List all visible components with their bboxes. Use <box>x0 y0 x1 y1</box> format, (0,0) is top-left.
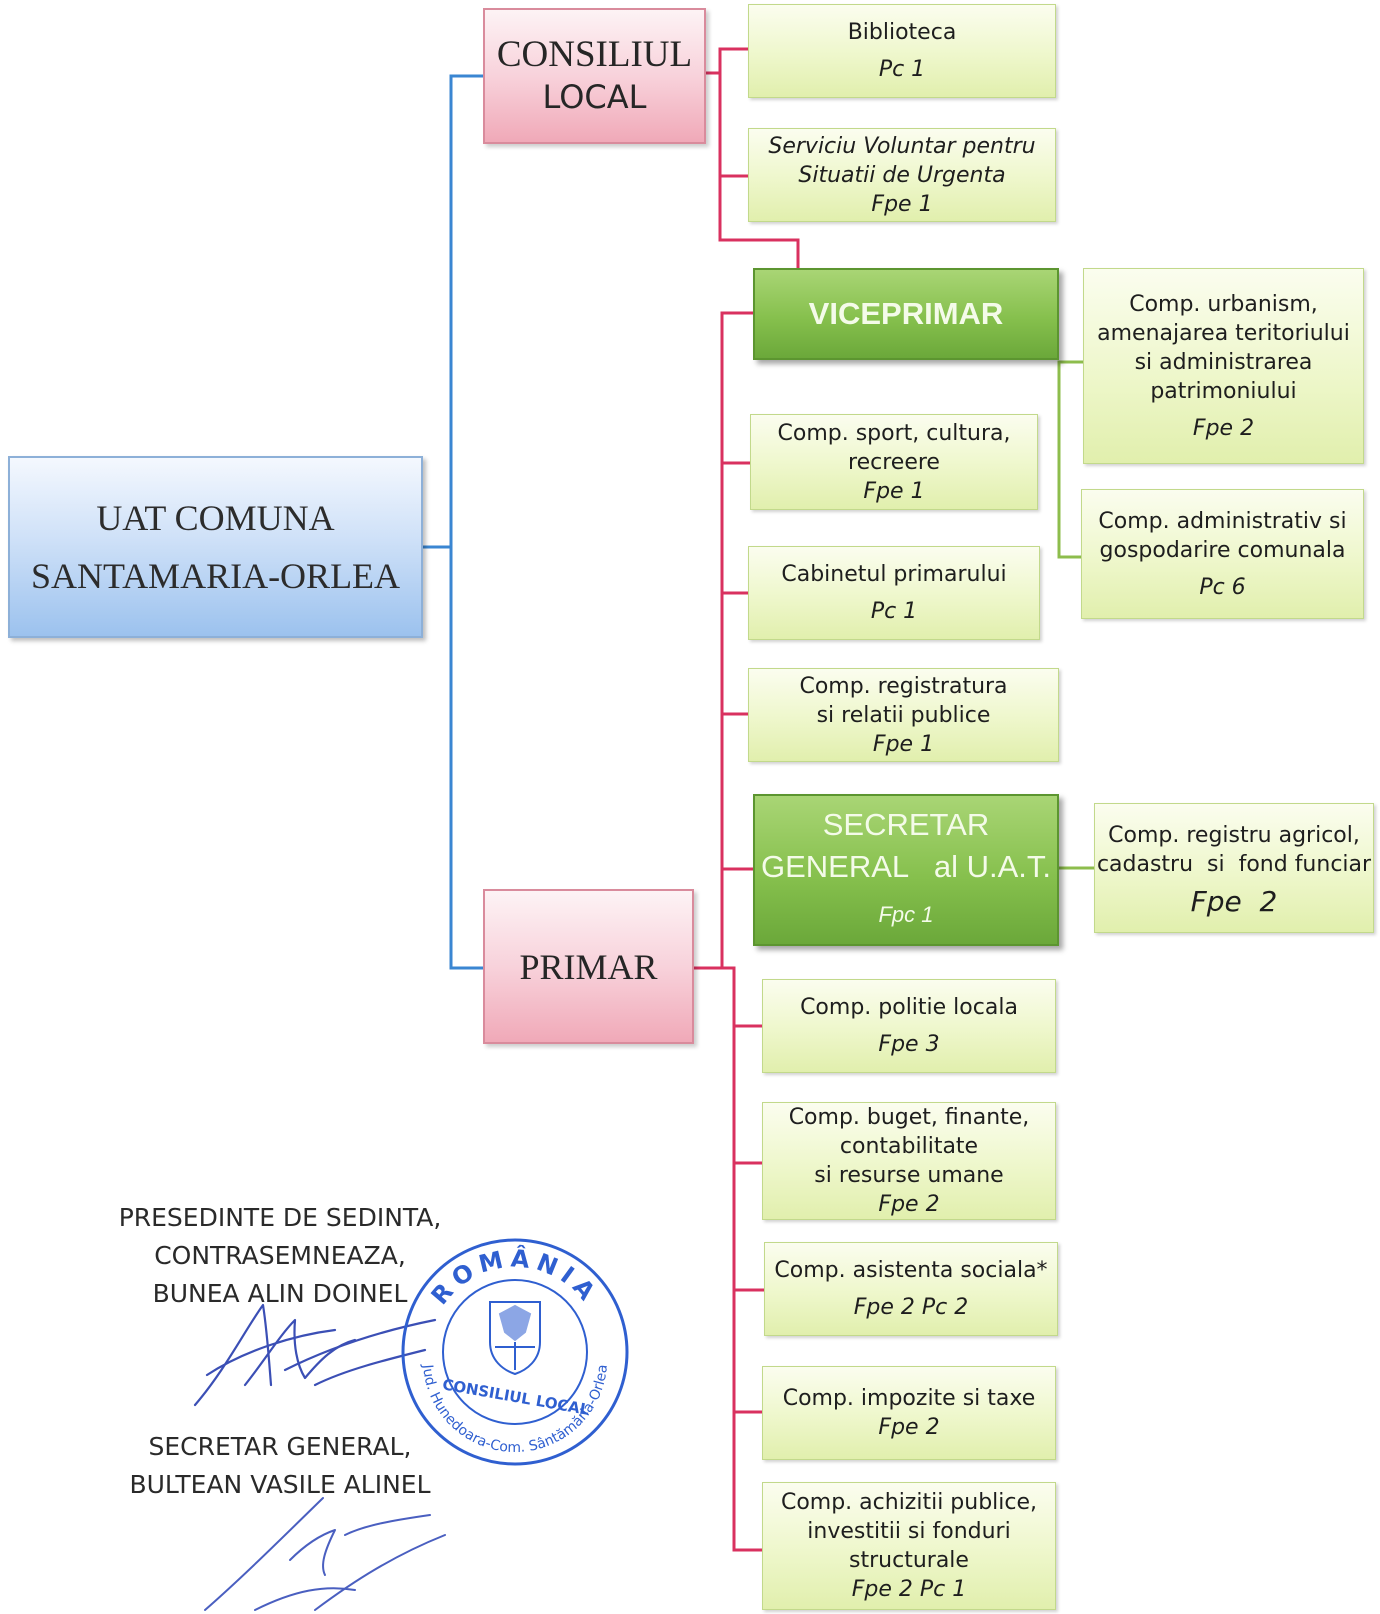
sport-code: Fpe 1 <box>863 478 925 504</box>
connector-green <box>1057 360 1096 870</box>
politie-box: Comp. politie locala Fpe 3 <box>762 979 1056 1073</box>
achizitii-line2: investitii si fonduri <box>807 1519 1011 1544</box>
consiliul-local-box: CONSILIUL LOCAL <box>483 8 706 144</box>
administrativ-line2: gospodarire comunala <box>1099 537 1346 563</box>
achizitii-line1: Comp. achizitii publice, <box>780 1490 1038 1515</box>
buget-line1: Comp. buget, finante, <box>788 1105 1030 1130</box>
sport-box: Comp. sport, cultura, recreere Fpe 1 <box>750 414 1038 510</box>
biblioteca-label: Biblioteca <box>847 20 957 45</box>
asistenta-code: Fpe 2 Pc 2 <box>853 1295 969 1320</box>
svsu-label-line2: Situatii de Urgenta <box>798 162 1006 188</box>
registru-agricol-box: Comp. registru agricol, cadastru si fond… <box>1094 803 1374 933</box>
svsu-box: Serviciu Voluntar pentru Situatii de Urg… <box>748 128 1056 222</box>
urbanism-box: Comp. urbanism, amenajarea teritoriului … <box>1083 268 1364 464</box>
consiliul-local-line1: CONSILIUL <box>496 34 693 75</box>
registratura-code: Fpe 1 <box>872 731 935 757</box>
president-signature-block: PRESEDINTE DE SEDINTA, CONTRASEMNEAZA, B… <box>90 1199 470 1313</box>
achizitii-line3: structurale <box>849 1548 969 1573</box>
asistenta-box: Comp. asistenta sociala* Fpe 2 Pc 2 <box>764 1242 1058 1336</box>
politie-label: Comp. politie locala <box>800 995 1018 1020</box>
impozite-label: Comp. impozite si taxe <box>782 1386 1036 1411</box>
secretar-line1: SECRETAR <box>822 807 990 842</box>
secretary-title: SECRETAR GENERAL, <box>148 1432 412 1461</box>
uat-root-line2: SANTAMARIA-ORLEA <box>30 556 401 596</box>
connector-primar-lower <box>720 966 766 1552</box>
svg-text:ROMÂNIA: ROMÂNIA <box>426 1243 605 1310</box>
secretar-code: Fpc 1 <box>878 902 934 927</box>
administrativ-code: Pc 6 <box>1199 574 1246 600</box>
administrativ-box: Comp. administrativ si gospodarire comun… <box>1081 489 1364 619</box>
president-title: PRESEDINTE DE SEDINTA, <box>118 1203 442 1232</box>
svsu-label-line1: Serviciu Voluntar pentru <box>768 133 1036 159</box>
coat-of-arms-icon <box>489 1301 541 1376</box>
impozite-code: Fpe 2 <box>878 1415 940 1440</box>
president-handwritten-signature <box>193 1303 437 1407</box>
buget-line2: contabilitate <box>839 1134 979 1159</box>
connector-primar-upper <box>692 311 755 970</box>
registru-line2: cadastru si fond funciar <box>1096 851 1372 877</box>
urbanism-code: Fpe 2 <box>1192 415 1255 441</box>
buget-line3: si resurse umane <box>814 1163 1004 1188</box>
achizitii-code: Fpe 2 Pc 1 <box>851 1577 967 1602</box>
viceprimar-label: VICEPRIMAR <box>808 296 1004 331</box>
secretar-line2: GENERAL al U.A.T. <box>761 849 1051 884</box>
buget-box: Comp. buget, finante, contabilitate si r… <box>762 1102 1056 1220</box>
cabinet-code: Pc 1 <box>870 599 918 624</box>
registratura-line1: Comp. registratura <box>799 673 1008 699</box>
urbanism-line4: patrimoniului <box>1150 378 1297 404</box>
secretary-signature-block: SECRETAR GENERAL, BULTEAN VASILE ALINEL <box>90 1428 470 1504</box>
administrativ-line1: Comp. administrativ si <box>1098 508 1347 534</box>
asistenta-label: Comp. asistenta sociala* <box>774 1258 1048 1283</box>
cabinet-box: Cabinetul primarului Pc 1 <box>748 546 1040 640</box>
cabinet-label: Cabinetul primarului <box>781 562 1007 587</box>
sport-line2: recreere <box>848 449 940 475</box>
registru-line1: Comp. registru agricol, <box>1108 822 1360 848</box>
registratura-box: Comp. registratura si relatii publice Fp… <box>748 668 1059 762</box>
biblioteca-code: Pc 1 <box>878 57 926 82</box>
consiliul-local-line2: LOCAL <box>542 78 647 116</box>
impozite-box: Comp. impozite si taxe Fpe 2 <box>762 1366 1056 1460</box>
politie-code: Fpe 3 <box>878 1032 940 1057</box>
viceprimar-box: VICEPRIMAR <box>753 268 1059 360</box>
uat-root-box: UAT COMUNA SANTAMARIA-ORLEA <box>8 456 423 638</box>
secretar-general-box: SECRETAR GENERAL al U.A.T. Fpc 1 <box>753 794 1059 946</box>
stamp-top-text: ROMÂNIA <box>426 1243 599 1310</box>
uat-root-line1: UAT COMUNA <box>96 498 335 538</box>
connector-root <box>421 74 485 970</box>
connector-consiliu <box>704 47 800 273</box>
svsu-code: Fpe 1 <box>871 191 933 217</box>
president-name: BUNEA ALIN DOINEL <box>152 1279 408 1308</box>
primar-label: PRIMAR <box>519 946 658 987</box>
stamp-center-text: CONSILIUL LOCAL <box>441 1375 591 1419</box>
achizitii-box: Comp. achizitii publice, investitii si f… <box>762 1482 1056 1610</box>
registratura-line2: si relatii publice <box>816 702 991 728</box>
urbanism-line2: amenajarea teritoriului <box>1097 320 1350 346</box>
biblioteca-box: Biblioteca Pc 1 <box>748 4 1056 98</box>
buget-code: Fpe 2 <box>878 1192 940 1217</box>
president-countersign: CONTRASEMNEAZA, <box>154 1241 406 1270</box>
urbanism-line3: si administrarea <box>1134 349 1313 375</box>
secretary-handwritten-signature <box>204 1497 446 1611</box>
official-stamp: ROMÂNIA Jud. Hunedoara-Com. Sântămăria-O… <box>401 1238 629 1466</box>
urbanism-line1: Comp. urbanism, <box>1129 291 1318 317</box>
secretary-name: BULTEAN VASILE ALINEL <box>129 1470 431 1499</box>
sport-line1: Comp. sport, cultura, <box>777 420 1011 446</box>
registru-code: Fpe 2 <box>1190 884 1278 918</box>
primar-box: PRIMAR <box>483 889 694 1044</box>
